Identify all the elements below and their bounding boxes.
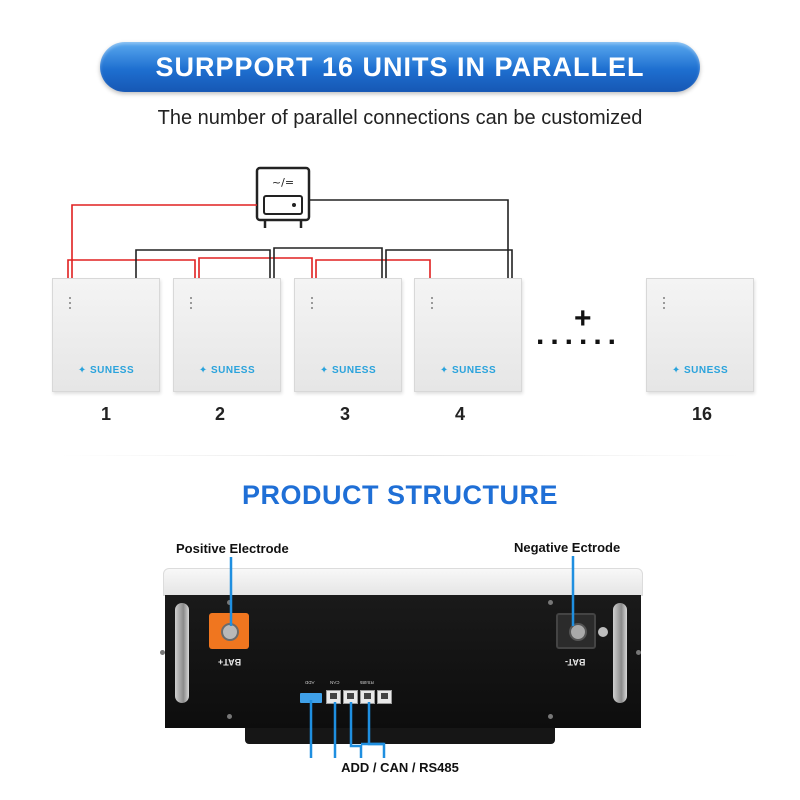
inverter-icon: ~/= — [255, 166, 311, 228]
suness-logo-icon: ✦ — [319, 365, 333, 376]
unit-label-16: 16 — [692, 404, 713, 424]
section-divider — [60, 455, 740, 456]
ellipsis: ...... — [536, 318, 623, 351]
negative-terminal-icon — [556, 613, 608, 649]
suness-logo-icon: ✦ — [671, 365, 685, 376]
screw-icon — [548, 714, 553, 719]
product-structure-title: PRODUCT STRUCTURE — [242, 480, 558, 510]
unit-brand: SUNESS — [332, 365, 377, 376]
plus-sign: + — [574, 302, 592, 335]
inverter-symbol: ~/= — [272, 176, 294, 189]
screw-icon — [548, 600, 553, 605]
headline-text: SURPPORT 16 UNITS IN PARALLEL — [155, 51, 645, 82]
screw-icon — [636, 650, 641, 655]
headline-banner: SURPPORT 16 UNITS IN PARALLEL — [94, 42, 710, 92]
unit-label-2: 2 — [215, 404, 226, 424]
suness-logo-icon: ✦ — [198, 365, 212, 376]
battery-unit-2: ✦ SUNESS — [173, 278, 281, 392]
battery-case-base — [245, 728, 555, 744]
screw-icon — [227, 714, 232, 719]
ports-callout: ADD / CAN / RS485 — [341, 760, 459, 775]
subtitle: The number of parallel connections can b… — [157, 107, 643, 129]
screw-icon — [227, 600, 232, 605]
rs485-port-2[interactable] — [377, 690, 392, 704]
suness-logo-icon: ✦ — [77, 365, 91, 376]
battery-unit-1: ✦ SUNESS — [52, 278, 160, 392]
battery-unit-16: ✦ SUNESS — [646, 278, 754, 392]
battery-unit-4: ✦ SUNESS — [414, 278, 522, 392]
rs485-port[interactable] — [360, 690, 375, 704]
unit-brand: SUNESS — [90, 365, 135, 376]
unit-brand: SUNESS — [684, 365, 729, 376]
right-handle-icon — [613, 603, 627, 703]
unit-label-3: 3 — [340, 404, 351, 424]
unit-label-1: 1 — [101, 404, 112, 424]
can-port[interactable] — [326, 690, 341, 704]
positive-electrode-callout: Positive Electrode — [176, 541, 289, 556]
battery-unit-3: ✦ SUNESS — [294, 278, 402, 392]
left-handle-icon — [175, 603, 189, 703]
negative-electrode-callout: Negative Ectrode — [514, 540, 621, 555]
screw-icon — [160, 650, 165, 655]
unit-brand: SUNESS — [211, 365, 256, 376]
unit-brand: SUNESS — [452, 365, 497, 376]
positive-terminal-icon — [209, 613, 249, 649]
add-dip-switch[interactable] — [300, 693, 322, 703]
unit-label-4: 4 — [455, 404, 466, 424]
suness-logo-icon: ✦ — [439, 365, 453, 376]
